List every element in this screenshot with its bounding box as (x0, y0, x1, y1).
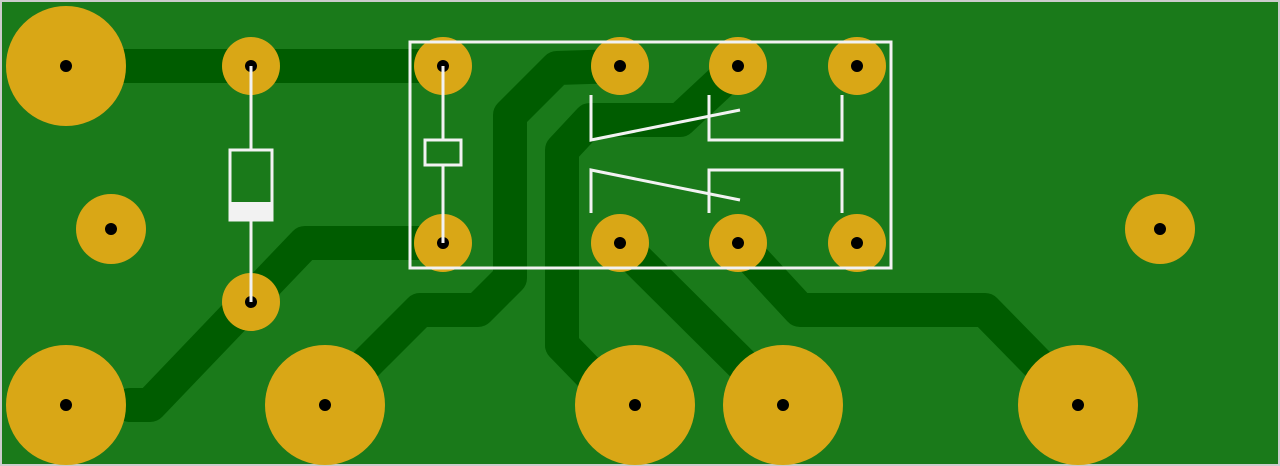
relay-symbol (408, 40, 893, 270)
relay-contact-lower (589, 168, 741, 213)
terminal-pad (575, 345, 695, 465)
mounting-pad (1125, 194, 1195, 264)
relay-contact-upper (589, 95, 741, 142)
trace (721, 226, 1095, 422)
drill-hole (60, 399, 72, 411)
trace (113, 226, 460, 422)
relay-contact-pad (709, 214, 767, 272)
diode-symbol (228, 66, 274, 302)
relay-contact-pad (591, 214, 649, 272)
terminal-pad (6, 345, 126, 465)
terminal-pad (723, 345, 843, 465)
relay-outline (408, 40, 893, 270)
relay-contact-pad (591, 37, 649, 95)
diode-cathode-band (230, 202, 272, 220)
terminal-pad (1018, 345, 1138, 465)
trace (308, 49, 637, 422)
silkscreen (228, 40, 893, 302)
terminal-pad (265, 345, 385, 465)
drill-hole (851, 237, 863, 249)
relay-contact-upper-no (707, 95, 844, 142)
drill-hole (1154, 223, 1166, 235)
drill-hole (319, 399, 331, 411)
drill-hole (614, 237, 626, 249)
drill-hole (105, 223, 117, 235)
relay-contact-pad (828, 214, 886, 272)
drill-hole (614, 60, 626, 72)
drill-hole (629, 399, 641, 411)
relay-contact-pad (828, 37, 886, 95)
terminal-pad (6, 6, 126, 126)
pads-layer (6, 6, 1195, 465)
drill-hole (60, 60, 72, 72)
drill-hole (732, 237, 744, 249)
relay-contact-lower-no (707, 168, 844, 213)
relay-contact-pad (709, 37, 767, 95)
drill-hole (777, 399, 789, 411)
mounting-pad (76, 194, 146, 264)
drill-hole (851, 60, 863, 72)
drill-hole (1072, 399, 1084, 411)
drill-hole (732, 60, 744, 72)
